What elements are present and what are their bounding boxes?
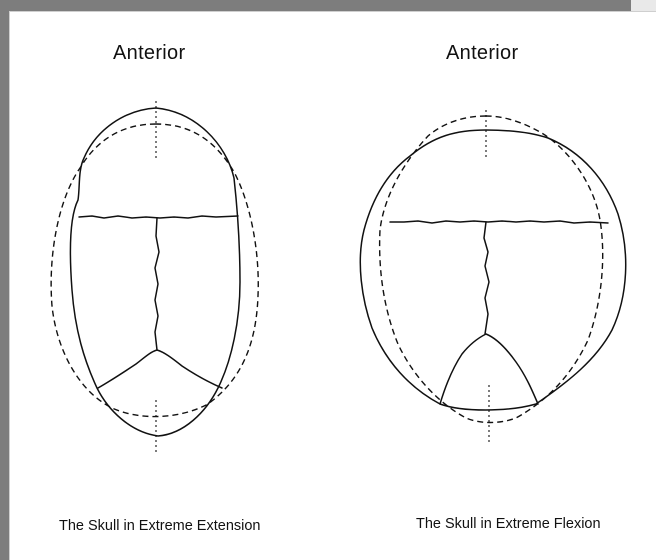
extension-coronal-suture [78, 215, 239, 219]
extension-lambdoid-suture [97, 349, 223, 389]
skull-flexion-diagram [359, 110, 627, 445]
left-caption: The Skull in Extreme Extension [59, 518, 261, 534]
extension-dashed-outline [50, 123, 259, 418]
extension-skull-outline [69, 107, 241, 437]
flexion-skull-outline [359, 129, 627, 411]
right-caption: The Skull in Extreme Flexion [416, 516, 601, 532]
right-heading: Anterior [446, 42, 519, 64]
flexion-dashed-outline [378, 115, 604, 424]
flexion-lambdoid-suture [439, 333, 539, 405]
left-heading: Anterior [113, 42, 186, 64]
flexion-coronal-suture [389, 220, 609, 224]
flexion-sagittal-suture [483, 221, 490, 335]
window-corner [631, 0, 656, 11]
extension-sagittal-suture [154, 217, 160, 351]
skull-extension-diagram [50, 101, 259, 453]
document-page [9, 11, 656, 560]
